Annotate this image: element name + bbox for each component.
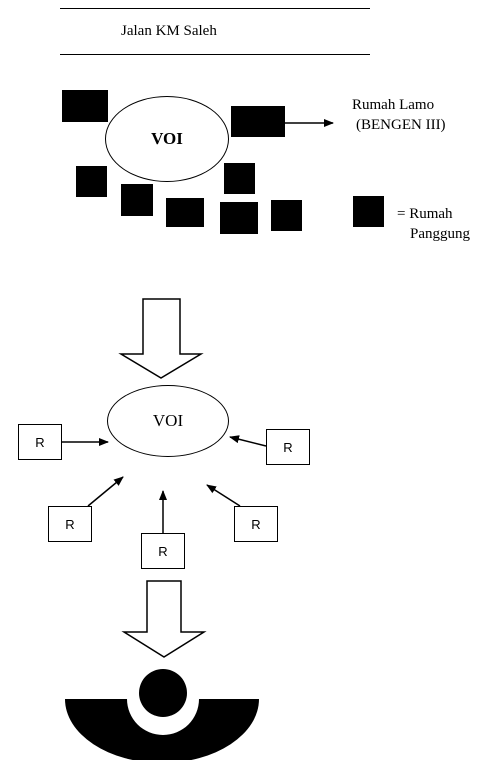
- house-block: [271, 200, 302, 231]
- house-block: [121, 184, 153, 216]
- r-box-lower-left: R: [48, 506, 92, 542]
- legend-panggung: Panggung: [410, 226, 470, 242]
- road-top-line: [60, 8, 370, 9]
- voi-label-middle: VOI: [152, 411, 184, 430]
- arrow-lower-left: [87, 476, 124, 507]
- house-block: [166, 198, 204, 227]
- callout-rumah-lamo: Rumah Lamo: [352, 97, 435, 113]
- hollow-down-arrow-icon: [121, 580, 207, 658]
- road-bottom-line: [60, 54, 370, 55]
- callout-bengen: (BENGEN III): [356, 117, 446, 133]
- arrow-lower-right: [206, 484, 241, 507]
- hollow-down-arrow-icon: [118, 298, 204, 379]
- house-block: [76, 166, 107, 197]
- house-block: [62, 90, 108, 122]
- house-block: [224, 163, 255, 194]
- person-in-bowl-icon: [65, 669, 259, 760]
- legend-rumah: = Rumah: [397, 206, 453, 222]
- road-label: Jalan KM Saleh: [121, 23, 217, 39]
- voi-ellipse-middle: VOI: [107, 385, 229, 457]
- voi-ellipse-top: VOI: [105, 96, 229, 182]
- legend-house-swatch: [353, 196, 384, 227]
- house-block: [220, 202, 258, 234]
- voi-label-top: VOI: [151, 129, 183, 148]
- r-box-lower-right: R: [234, 506, 278, 542]
- house-rumah-lamo: [231, 106, 285, 137]
- r-box-bottom: R: [141, 533, 185, 569]
- r-box-right: R: [266, 429, 310, 465]
- r-box-left: R: [18, 424, 62, 460]
- arrow-right: [229, 435, 267, 447]
